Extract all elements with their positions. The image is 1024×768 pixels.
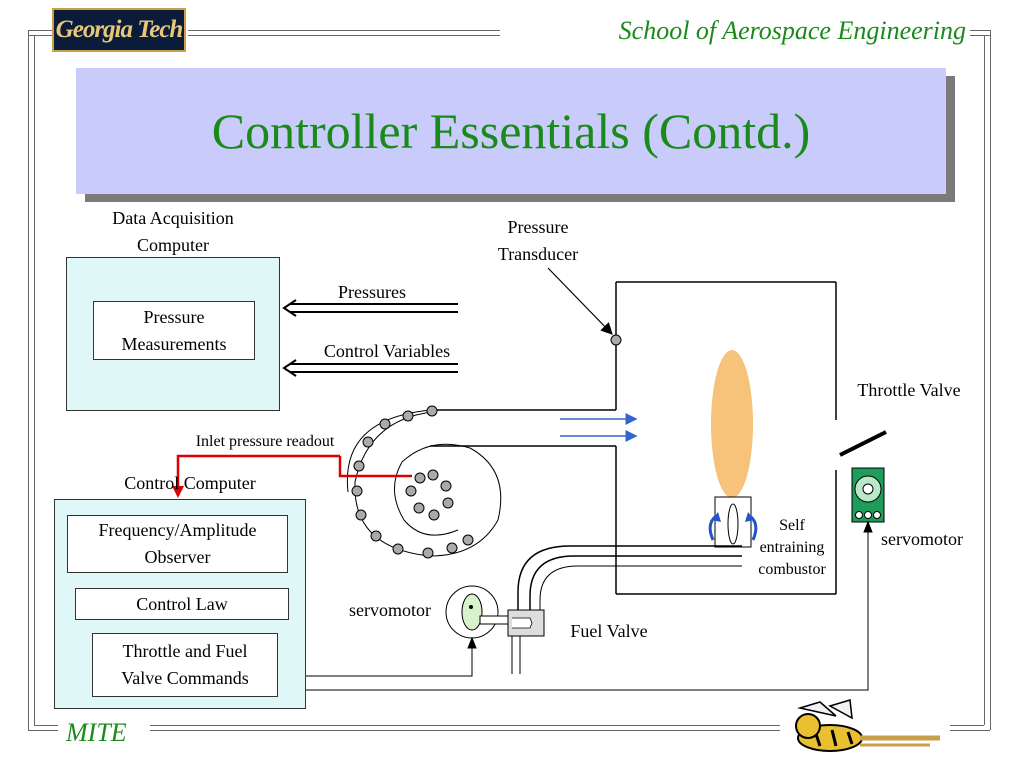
flame [711,350,753,498]
throttle-valve-plate [839,430,887,457]
daq-label-line2: Computer [137,235,209,255]
pressure-transducer-line2: Transducer [497,244,579,264]
control-computer-label: Control Computer [124,473,256,493]
frame-top-mid-2 [188,35,500,36]
observer-box: Frequency/Amplitude Observer [67,515,288,573]
frame-right [990,30,991,730]
commands-box: Throttle and Fuel Valve Commands [92,633,278,697]
pressure-measurements-line2: Measurements [121,333,227,354]
frame-top-mid [188,30,500,31]
combustor-label: Self entraining combustor [748,515,836,581]
page-title: Controller Essentials (Contd.) [211,103,811,159]
servomotor-right-label: servomotor [881,529,963,549]
frame-left-2 [34,35,35,725]
inlet-sensor-assembly [346,409,502,557]
combustor-line3: combustor [758,561,826,578]
fuel-valve [507,609,545,674]
commands-line1: Throttle and Fuel [122,641,248,661]
logo-text: Georgia Tech [55,16,184,43]
right-servomotor [851,467,885,523]
combustor-line1: Self [779,517,805,534]
pressure-measurements-line1: Pressure [143,306,205,327]
control-variables-arrow [282,359,458,377]
frame-left [28,30,29,730]
fuel-valve-label: Fuel Valve [570,621,648,641]
inlet-readout-label: Inlet pressure readout [195,433,335,450]
frame-bottom-right [950,730,990,731]
inlet-readout-arrow [176,454,340,492]
frame-right-2 [984,35,985,725]
pressure-measurements-box: Pressure Measurements [93,301,255,360]
frame-top-right [970,30,990,31]
control-variables-label: Control Variables [323,341,451,361]
pressure-transducer-line1: Pressure [507,217,569,237]
control-law-box: Control Law [75,588,289,620]
frame-bottom-mid-2 [150,725,780,726]
flow-arrows [560,413,638,442]
frame-bottom-2 [34,725,58,726]
self-entraining-combustor [708,496,758,548]
servomotor-left-label: servomotor [349,600,431,620]
footer-mite: MITE [66,718,127,747]
pressure-transducer-label: Pressure Transducer [476,214,600,268]
left-servomotor [445,585,509,639]
control-law-text: Control Law [136,593,228,614]
pressure-transducer [547,267,622,346]
yellow-jacket-logo [795,699,940,752]
daq-label: Data Acquisition Computer [90,205,256,259]
frame-top-left-2 [28,35,52,36]
daq-label-line1: Data Acquisition [112,208,234,228]
title-box: Controller Essentials (Contd.) [76,68,946,194]
sensor-dots [351,405,474,559]
command-lines [306,520,873,691]
frame-top-left [28,30,52,31]
inlet-readout-line [338,456,412,478]
throttle-valve-label: Throttle Valve [857,380,961,400]
frame-bottom-mid [150,730,780,731]
georgia-tech-logo: Georgia Tech [52,8,186,52]
observer-line2: Observer [144,547,211,567]
commands-line2: Valve Commands [121,668,249,688]
school-name: School of Aerospace Engineering [618,16,966,45]
frame-bottom [28,730,58,731]
frame-bottom-right-2 [950,725,984,726]
frame-top-right-2 [970,35,990,36]
pressures-arrow [282,299,458,317]
combustor-line2: entraining [759,539,825,556]
fuel-line [517,545,742,612]
observer-line1: Frequency/Amplitude [98,520,257,540]
pressures-label: Pressures [338,282,406,302]
